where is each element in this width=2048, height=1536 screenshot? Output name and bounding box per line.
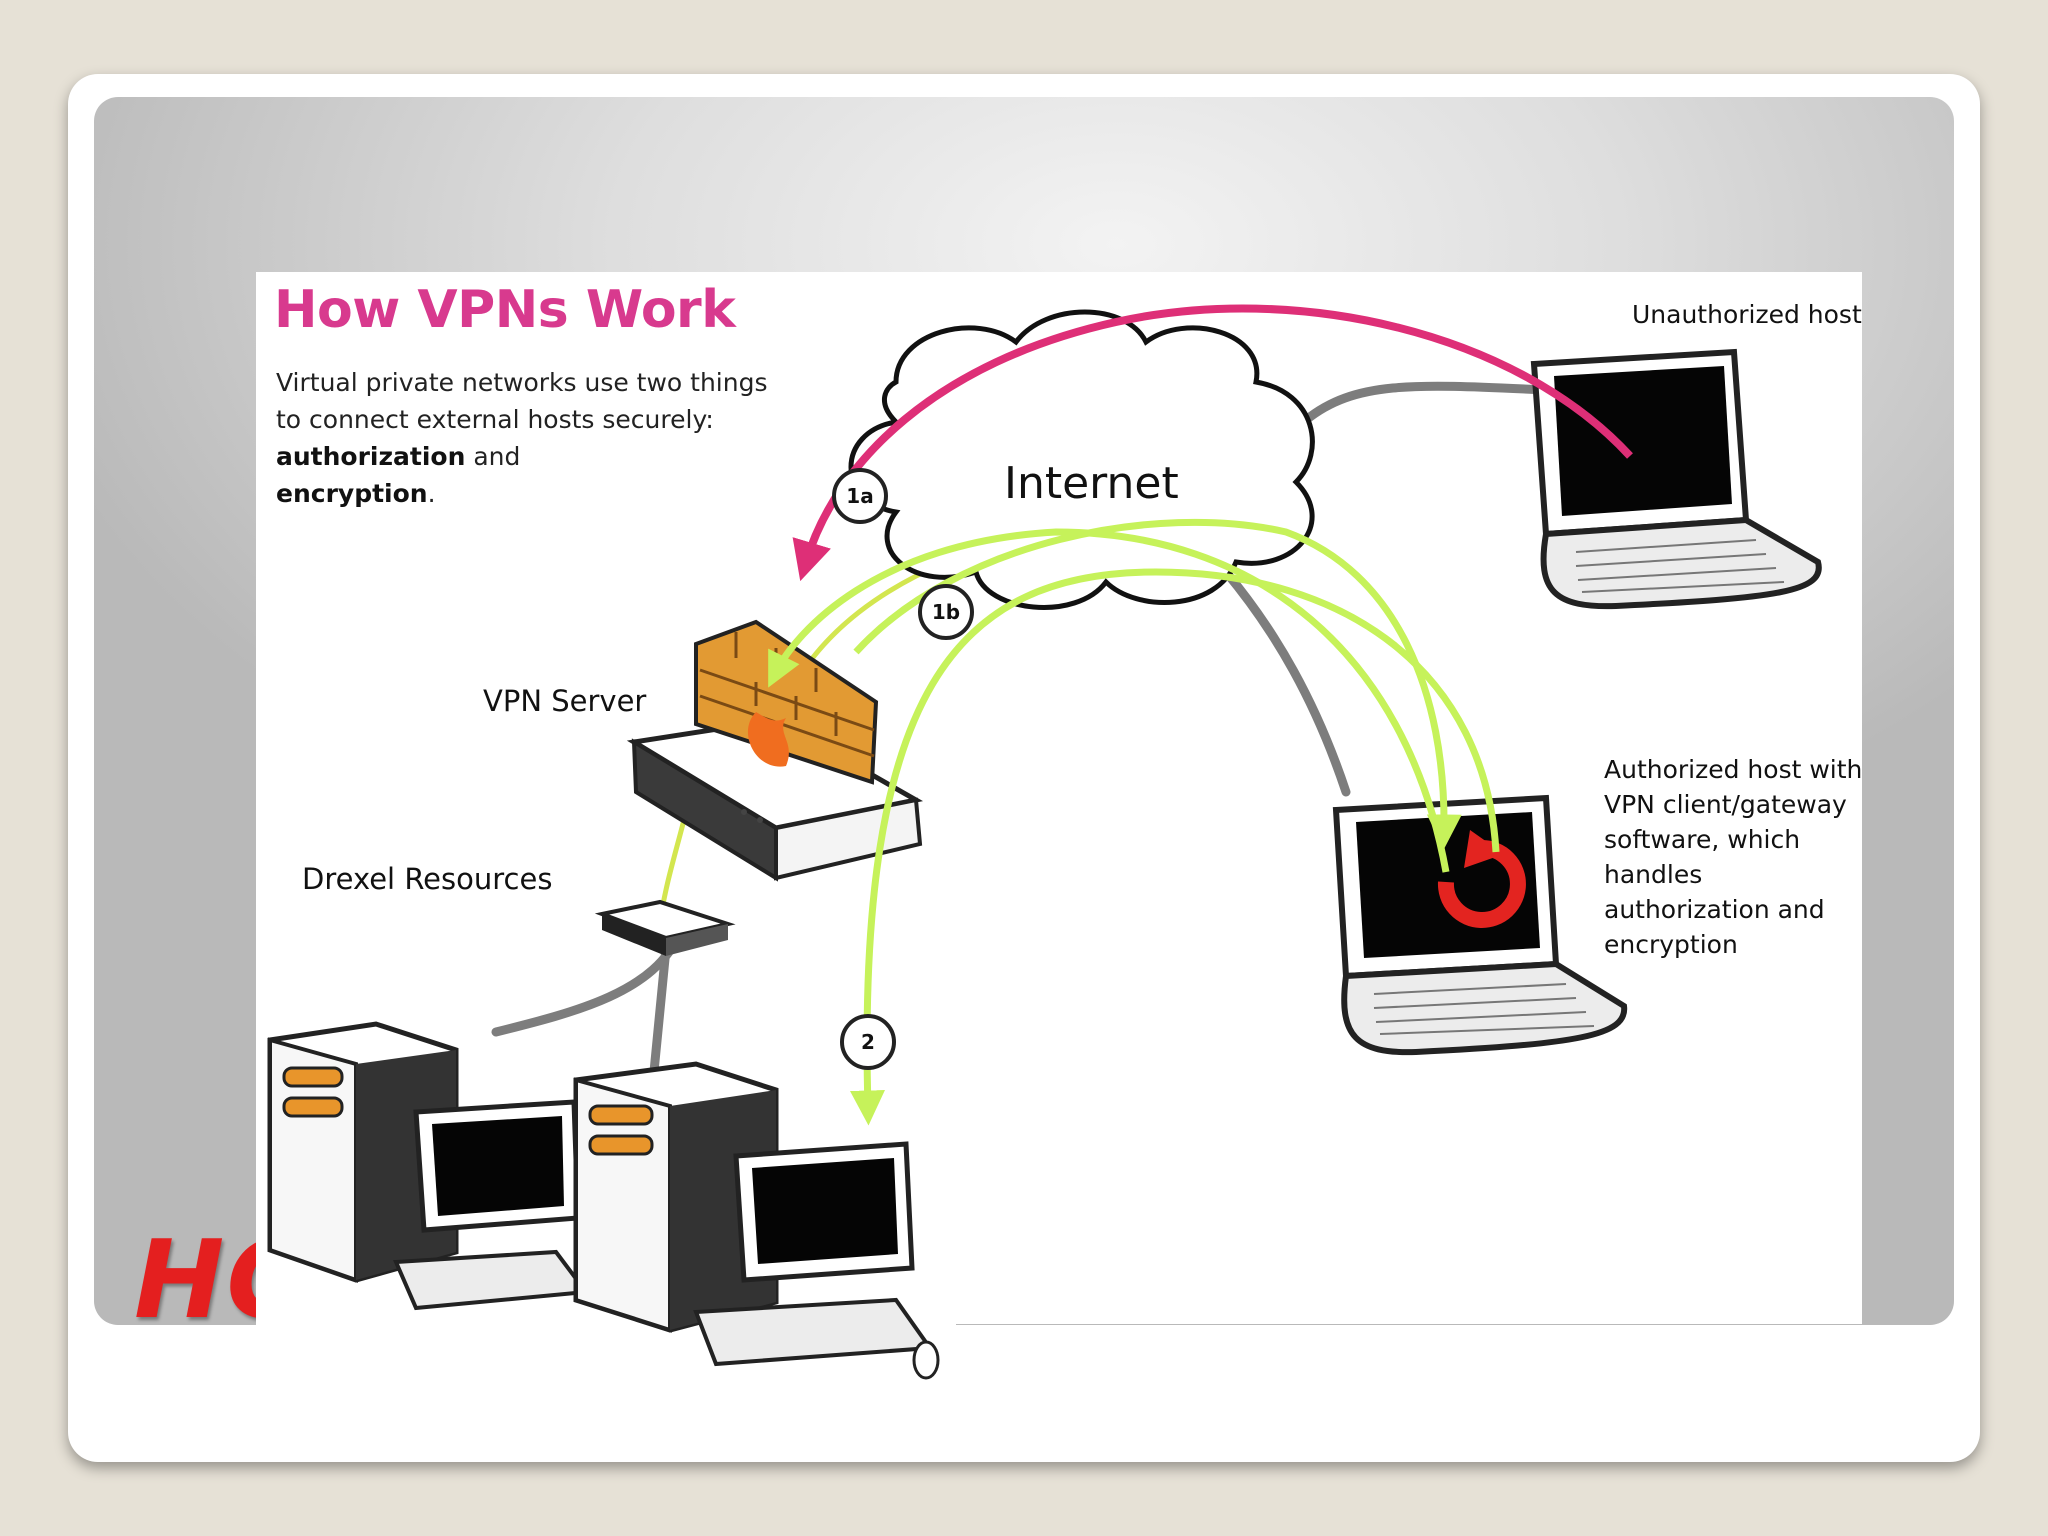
step-badge-2: 2 (840, 1014, 896, 1070)
diagram-heading: How VPNs Work (274, 280, 736, 340)
network-hub-icon (594, 899, 736, 956)
refresh-icon (1437, 840, 1526, 928)
drexel-resources-label: Drexel Resources (302, 862, 553, 896)
authorized-path-arrows (768, 518, 1500, 1126)
intro-line-2: to connect external hosts securely: (276, 405, 714, 434)
intro-line-4: encryption. (276, 475, 836, 512)
unauthorized-host-label: Unauthorized host (1632, 300, 1862, 329)
vpn-server-label: VPN Server (483, 684, 647, 718)
intro-encryption: encryption (276, 479, 428, 508)
step-badge-1b-label: 1b (932, 600, 960, 624)
step-badge-1b: 1b (918, 584, 974, 640)
intro-line-1: Virtual private networks use two things (276, 368, 768, 397)
intro-authorization: authorization (276, 442, 466, 471)
vpn-diagram: 1a 1b 2 How VPNs Work Virtual private ne… (256, 272, 1862, 1428)
step-badge-1a-label: 1a (846, 484, 873, 508)
unauthorized-path-arrow (792, 304, 1633, 582)
authorized-host-label: Authorized host with VPN client/gateway … (1604, 755, 1863, 959)
unauthorized-laptop-icon (1530, 348, 1822, 610)
firewall-icon (694, 619, 879, 785)
workstation-left-icon (267, 1021, 590, 1311)
diagram-intro-text: Virtual private networks use two things … (276, 364, 836, 512)
authorized-laptop-icon (1332, 794, 1628, 1056)
intro-line-3: authorization and (276, 438, 836, 475)
diagram-artwork: 1a 1b 2 (267, 304, 1822, 1380)
internet-cloud-icon (848, 309, 1315, 610)
workstation-right-icon (573, 1061, 940, 1380)
intro-period: . (427, 479, 436, 508)
intro-and: and (465, 442, 521, 471)
step-badge-2-label: 2 (861, 1030, 875, 1054)
step-badge-1a: 1a (832, 468, 888, 524)
internet-label: Internet (1004, 458, 1179, 509)
